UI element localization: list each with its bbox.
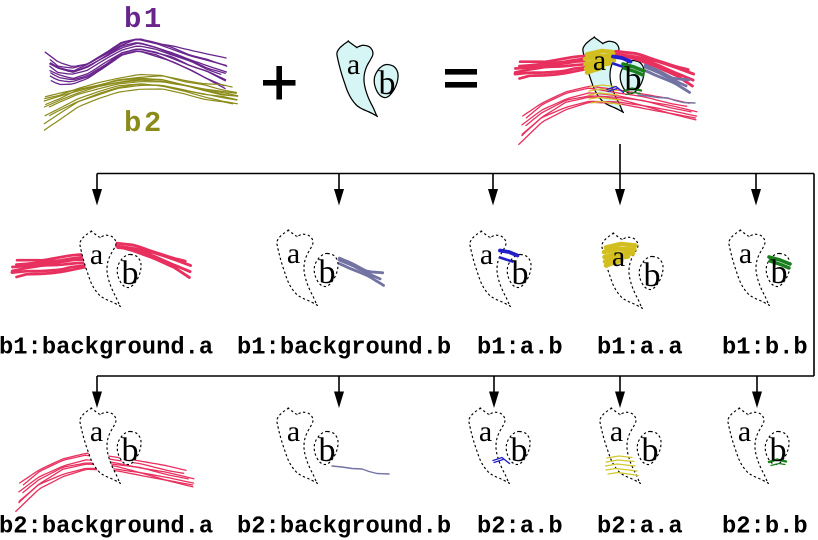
svg-text:b2:background.a: b2:background.a <box>0 514 213 540</box>
svg-text:b1:background.a: b1:background.a <box>0 335 213 362</box>
svg-text:b2: b2 <box>124 107 164 140</box>
svg-text:b1:a.b: b1:a.b <box>477 335 563 362</box>
svg-text:b1:background.b: b1:background.b <box>237 335 451 362</box>
svg-text:b2:a.b: b2:a.b <box>477 514 563 540</box>
svg-text:b2:background.b: b2:background.b <box>237 514 451 540</box>
svg-text:b2:b.b: b2:b.b <box>722 514 808 540</box>
svg-text:b2:a.a: b2:a.a <box>597 514 683 540</box>
svg-text:b1:b.b: b1:b.b <box>722 335 808 362</box>
svg-text:b1:a.a: b1:a.a <box>597 335 683 362</box>
svg-text:b1: b1 <box>124 3 164 36</box>
